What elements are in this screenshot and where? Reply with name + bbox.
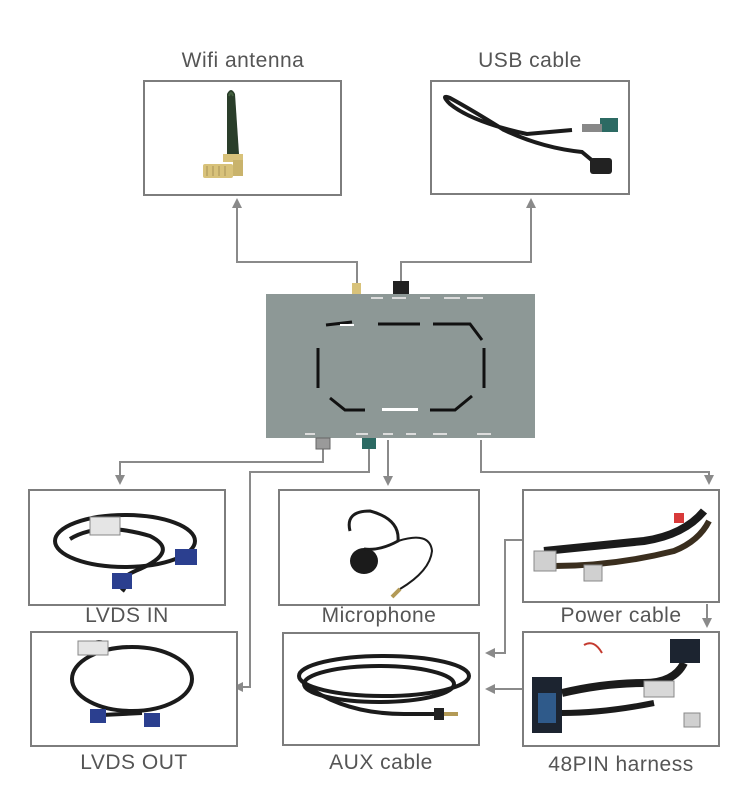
wifi-antenna-label: Wifi antenna bbox=[181, 49, 305, 72]
microphone-icon bbox=[347, 509, 434, 599]
arrow-usb bbox=[400, 198, 536, 288]
aux-cable-icon bbox=[297, 654, 471, 720]
wifi-antenna-box bbox=[143, 80, 342, 196]
arrow-power bbox=[480, 440, 714, 485]
power-cable-label: Power cable bbox=[560, 604, 682, 627]
lvds-out-label: LVDS OUT bbox=[80, 751, 188, 774]
power-cable-icon bbox=[533, 508, 712, 582]
harness-cable-icon bbox=[532, 639, 701, 733]
wifi-antenna-icon bbox=[203, 90, 243, 178]
microphone-label: Microphone bbox=[321, 604, 437, 627]
arrow-lvds-in bbox=[115, 448, 324, 485]
arrow-wifi bbox=[232, 198, 358, 288]
lvds-out-box bbox=[30, 631, 238, 747]
lvds-in-cable-icon bbox=[53, 513, 197, 593]
power-cable-box bbox=[522, 489, 720, 603]
lvds-in-label: LVDS IN bbox=[85, 604, 169, 627]
microphone-box bbox=[278, 489, 480, 606]
harness-box bbox=[522, 631, 720, 747]
arrow-power-to-aux bbox=[485, 539, 522, 658]
aux-cable-box bbox=[282, 632, 480, 746]
usb-cable-icon bbox=[443, 94, 618, 174]
usb-cable-box bbox=[430, 80, 630, 195]
aux-cable-label: AUX cable bbox=[329, 751, 433, 774]
harness-label: 48PIN harness bbox=[548, 753, 694, 776]
arrow-lvds-out bbox=[233, 448, 370, 692]
lvds-out-cable-icon bbox=[70, 640, 194, 727]
usb-cable-label: USB cable bbox=[478, 49, 582, 72]
lvds-in-box bbox=[28, 489, 226, 606]
